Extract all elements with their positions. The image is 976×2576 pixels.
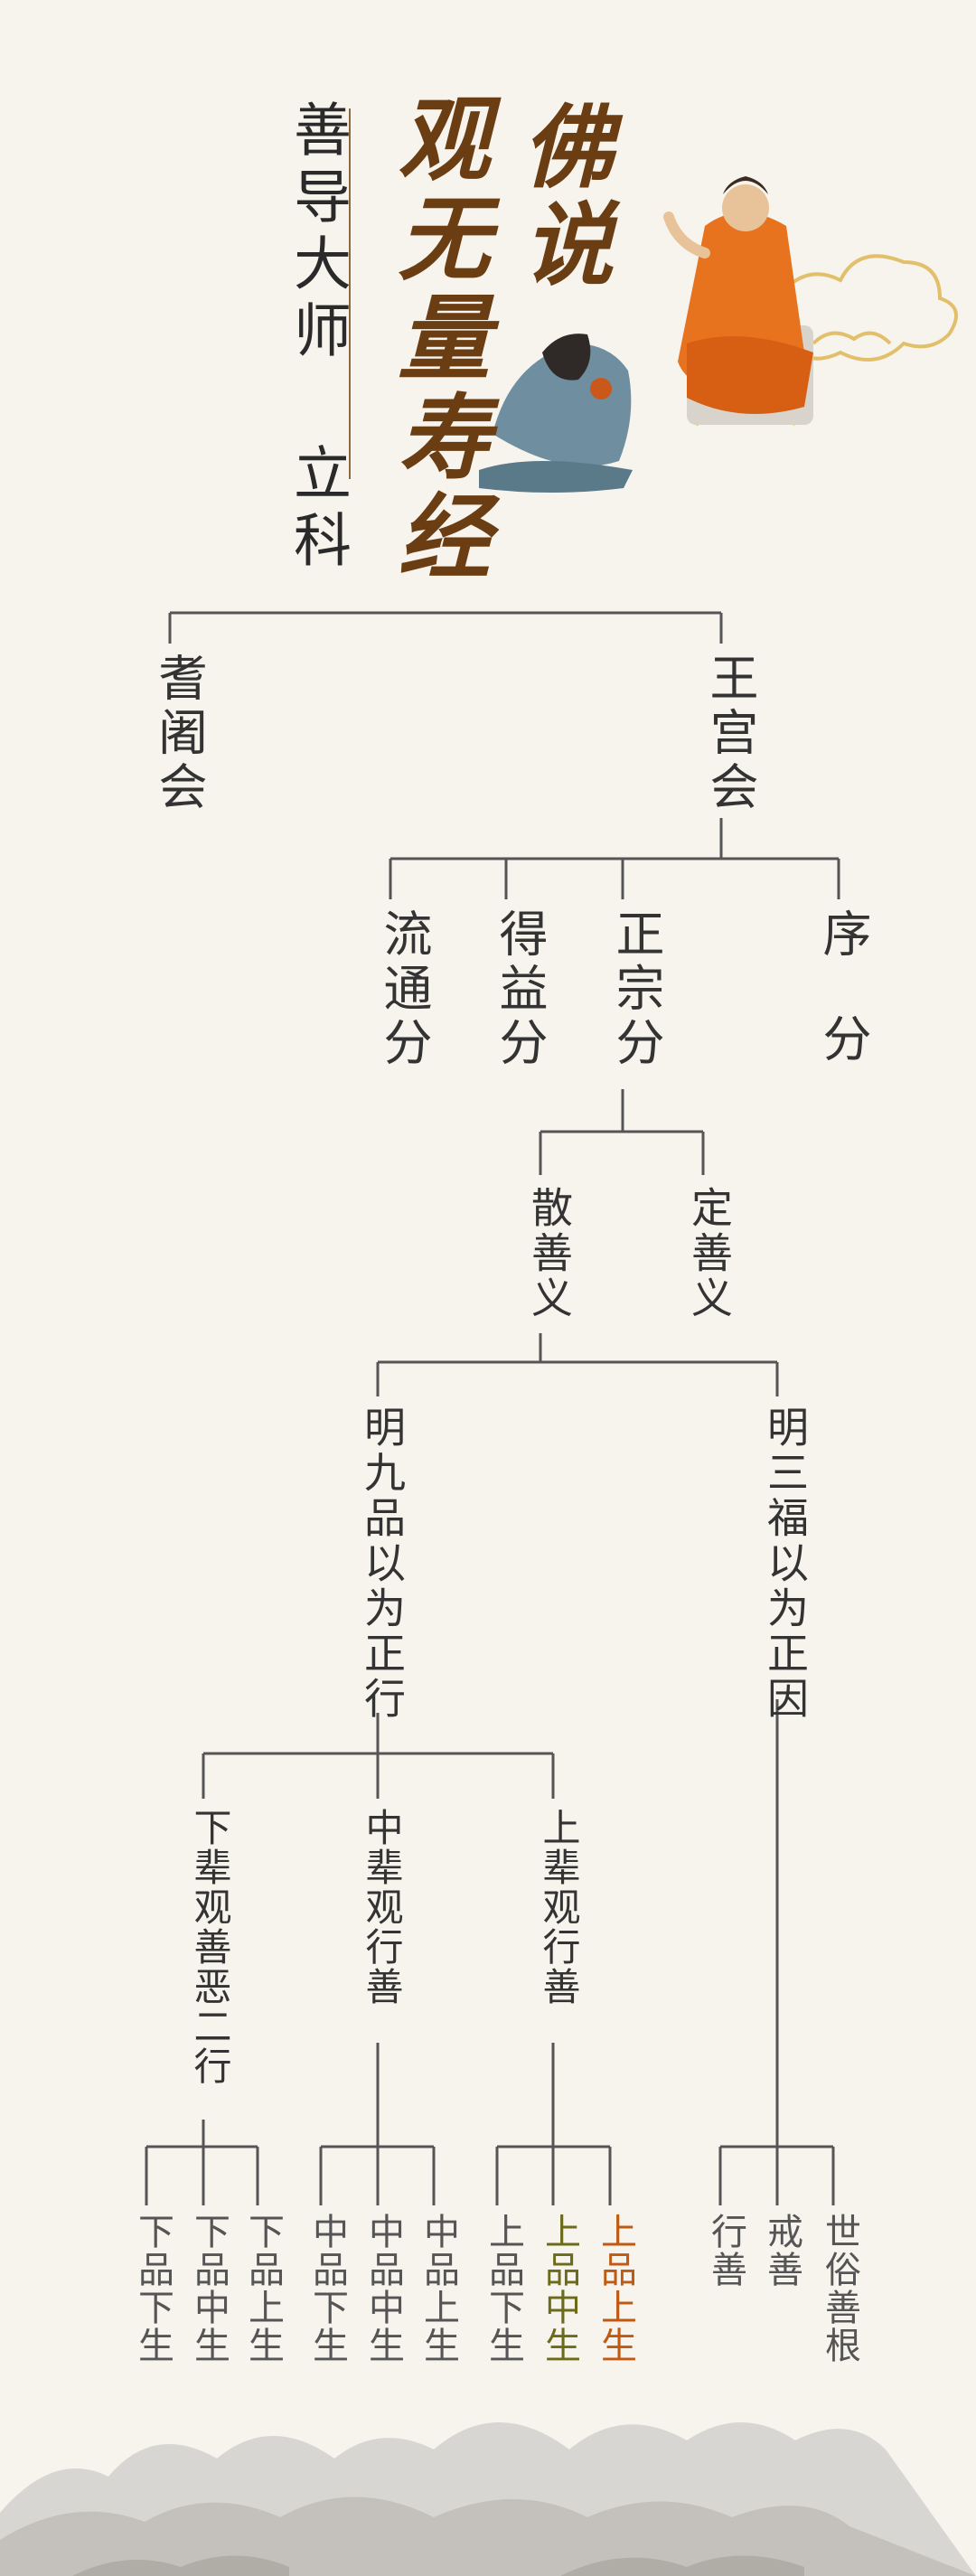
mountain-landscape-decoration — [0, 0, 976, 2576]
diagram-canvas: 佛说 观无量寿经 善导大师 立科 耆阇会 王宫会 流通分 得益分 正宗分 序分 … — [0, 0, 976, 2576]
